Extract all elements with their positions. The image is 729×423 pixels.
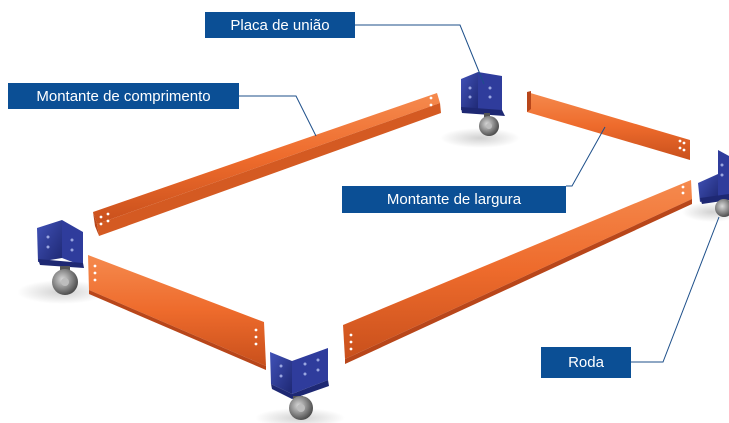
leader-roda bbox=[631, 216, 720, 363]
corner-back bbox=[461, 72, 505, 136]
corner-front bbox=[270, 348, 329, 420]
corner-left bbox=[37, 220, 84, 295]
floor-shadow bbox=[440, 128, 520, 148]
leader-comprimento bbox=[239, 95, 317, 137]
leader-placa bbox=[355, 24, 485, 85]
width-beam-front bbox=[88, 255, 266, 370]
width-beam-back bbox=[527, 91, 690, 160]
length-beam-back bbox=[93, 93, 441, 236]
leader-largura bbox=[566, 126, 606, 187]
label-montante-de-comprimento: Montante de comprimento bbox=[8, 83, 239, 109]
label-montante-de-largura: Montante de largura bbox=[342, 186, 566, 213]
leader-lines bbox=[239, 24, 720, 363]
corner-right bbox=[698, 150, 729, 217]
wheel-icon bbox=[715, 199, 729, 217]
label-placa-de-uniao: Placa de união bbox=[205, 12, 355, 38]
label-roda: Roda bbox=[541, 347, 631, 378]
length-beam-front bbox=[343, 180, 692, 364]
